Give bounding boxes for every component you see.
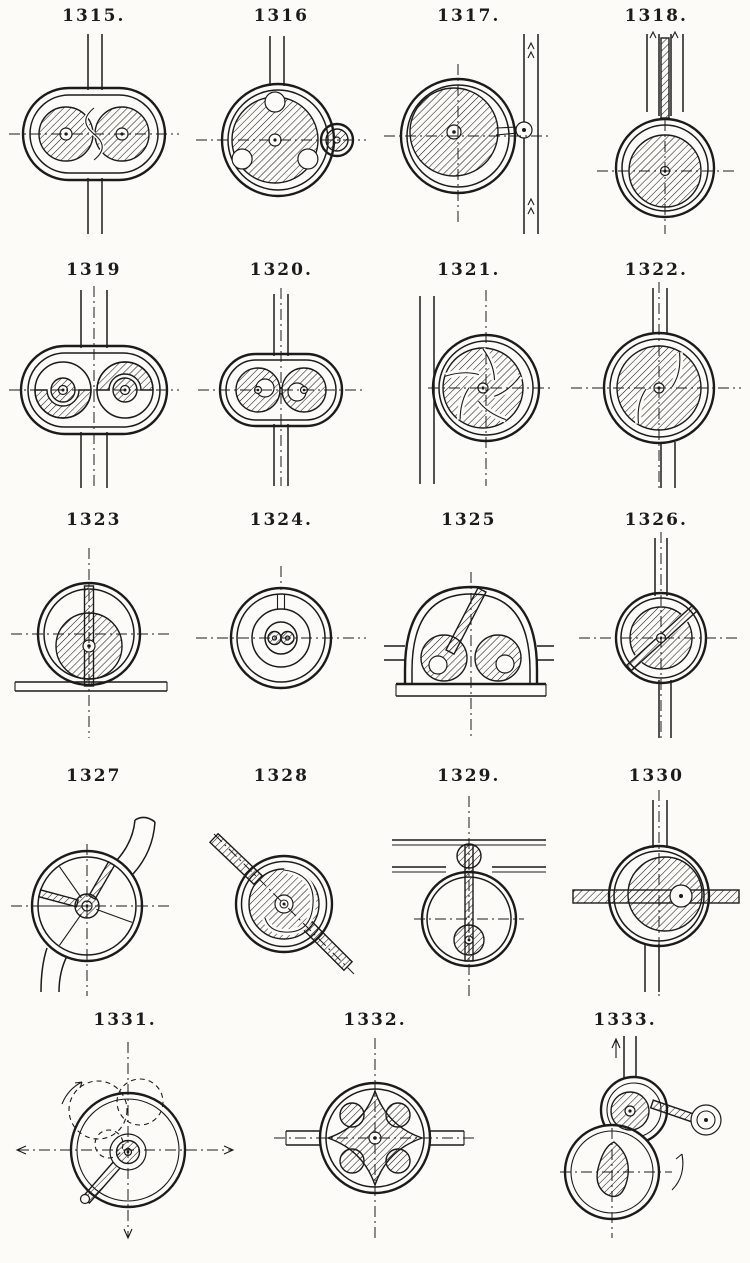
figure-1330-label: 1330 [628, 766, 684, 786]
figure-1315: 1315. [8, 6, 179, 238]
figure-1323: 1323 [9, 510, 179, 742]
figure-1315-drawing [8, 34, 179, 234]
figure-1322-label: 1322. [624, 260, 688, 280]
figure-1317-drawing [383, 34, 550, 234]
figure-1332-drawing [274, 1038, 476, 1238]
figure-1326: 1326. [571, 510, 741, 742]
figure-1331: 1331. [10, 1010, 240, 1242]
figure-1315-label: 1315. [62, 6, 126, 26]
figure-1319-drawing [8, 286, 179, 488]
figure-1316-label: 1316 [253, 6, 309, 26]
figure-1333-label: 1333. [593, 1010, 657, 1030]
figure-1325-drawing [383, 572, 554, 738]
figure-1317-label: 1317. [437, 6, 501, 26]
figure-1326-label: 1326. [624, 510, 688, 530]
figure-1317: 1317. [383, 6, 554, 238]
figure-1320-label: 1320. [249, 260, 313, 280]
figure-1333-drawing [560, 1036, 722, 1238]
figure-1318-label: 1318. [624, 6, 688, 26]
figure-1320: 1320. [196, 260, 366, 492]
figure-1328-label: 1328 [253, 766, 309, 786]
figure-row-1: 1315. 1316 [0, 6, 750, 238]
figure-1332-label: 1332. [343, 1010, 407, 1030]
figure-1321-label: 1321. [437, 260, 501, 280]
figure-row-2: 1319 1320. [0, 260, 750, 492]
figure-row-5: 1331. 1332. [0, 1010, 750, 1242]
figure-1316: 1316 [196, 6, 367, 238]
figure-1318-drawing [597, 30, 736, 234]
figure-1325: 1325 [383, 510, 554, 742]
figure-1321: 1321. [384, 260, 554, 492]
figure-1329-label: 1329. [437, 766, 501, 786]
figure-1329: 1329. [384, 766, 554, 998]
figure-1333: 1333. [510, 1010, 740, 1242]
figure-1319: 1319 [8, 260, 179, 492]
figure-1321-drawing [419, 290, 552, 486]
figure-1329-drawing [391, 796, 546, 996]
figure-1318: 1318. [571, 6, 741, 238]
figure-row-3: 1323 1324. [0, 510, 750, 742]
figure-1323-drawing [10, 548, 171, 738]
figure-1324: 1324. [196, 510, 367, 742]
figure-1320-drawing [198, 288, 365, 486]
figure-row-4: 1327 1328 [0, 766, 750, 998]
figure-1331-drawing [15, 1042, 235, 1240]
figure-1327-drawing [10, 816, 173, 996]
figure-1330: 1330 [571, 766, 741, 998]
figure-1331-label: 1331. [93, 1010, 157, 1030]
figure-1327-label: 1327 [66, 766, 122, 786]
figure-1323-label: 1323 [66, 510, 122, 530]
figure-1322: 1322. [571, 260, 742, 492]
figure-1325-label: 1325 [441, 510, 497, 530]
figure-1330-drawing [572, 790, 740, 996]
figure-1328-drawing [209, 832, 355, 975]
figure-1322-drawing [571, 282, 742, 492]
figure-1316-drawing [196, 36, 367, 198]
figure-1328: 1328 [196, 766, 366, 998]
figure-1332: 1332. [260, 1010, 490, 1242]
figure-1324-label: 1324. [249, 510, 313, 530]
figure-1326-drawing [579, 532, 740, 742]
figure-1327: 1327 [9, 766, 179, 998]
figure-1324-drawing [196, 566, 367, 690]
figure-1319-label: 1319 [66, 260, 122, 280]
